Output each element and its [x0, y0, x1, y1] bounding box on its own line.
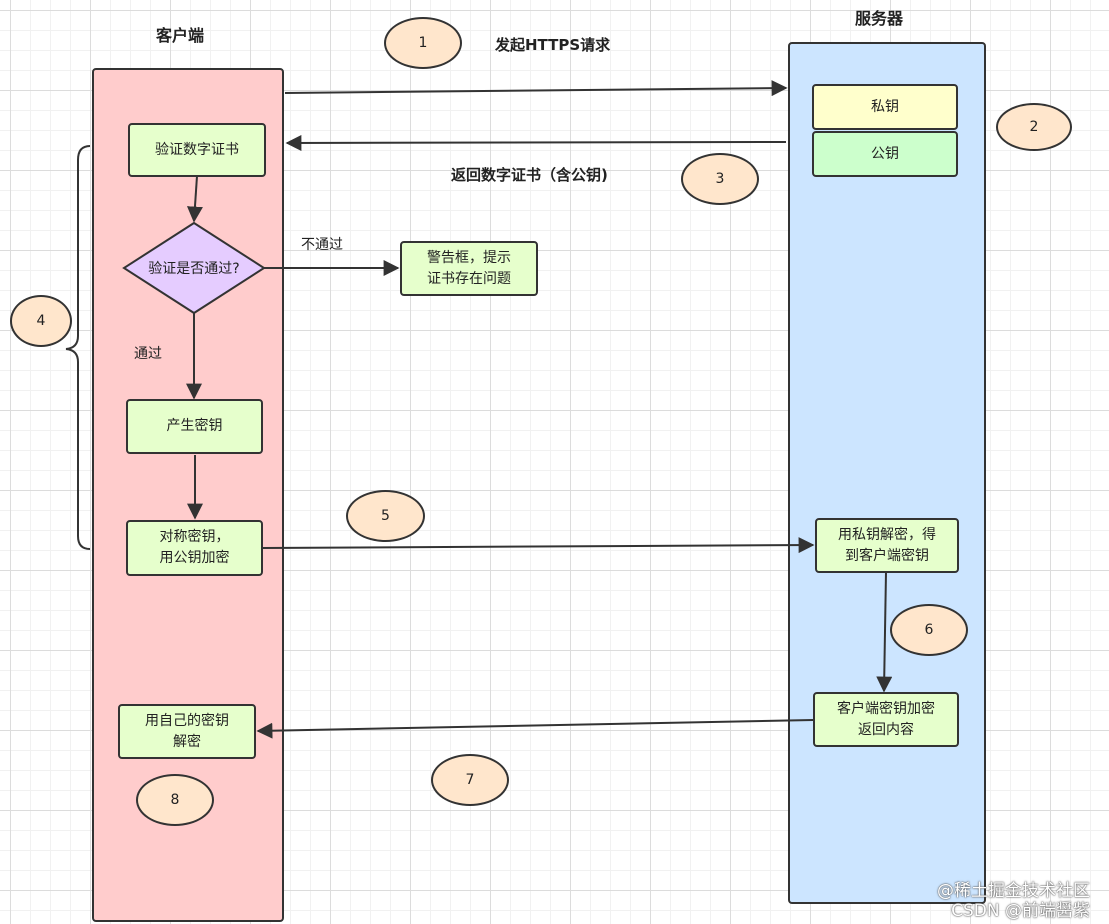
arrow-verify-to-decision	[186, 175, 203, 223]
pass-label: 通过	[134, 346, 162, 362]
step-1-badge: 1	[384, 17, 462, 69]
arrow-return-content	[256, 719, 814, 739]
verify-certificate-node: 验证数字证书	[128, 123, 266, 177]
arrow-return-cert	[285, 134, 787, 151]
step-8-badge: 8	[136, 774, 214, 826]
request-label: 发起HTTPS请求	[495, 36, 611, 54]
step-5-badge: 5	[346, 490, 425, 542]
step-6-badge: 6	[890, 604, 968, 656]
left-brace	[65, 145, 91, 550]
symmetric-key-node: 对称密钥， 用公钥加密	[126, 520, 263, 576]
verify-decision-label: 验证是否通过?	[148, 261, 240, 277]
arrow-server-internal	[876, 571, 893, 693]
fail-label: 不通过	[301, 237, 343, 253]
client-title: 客户端	[155, 26, 204, 45]
step-2-badge: 2	[996, 103, 1072, 151]
step-4-badge: 4	[10, 295, 72, 347]
arrow-send-key	[262, 537, 815, 554]
server-title: 服务器	[854, 9, 903, 28]
server-encrypt-node: 客户端密钥加密 返回内容	[813, 692, 959, 747]
server-lane	[788, 42, 986, 904]
public-key-node: 公钥	[812, 131, 958, 177]
warning-node: 警告框，提示 证书存在问题	[400, 241, 538, 296]
step-3-badge: 3	[681, 153, 759, 205]
arrow-request	[284, 80, 788, 97]
watermark-line-1: @稀土掘金技术社区	[937, 881, 1090, 901]
private-key-node: 私钥	[812, 84, 958, 130]
watermark-line-2: CSDN @前端醤紫	[951, 901, 1090, 921]
step-7-badge: 7	[431, 754, 509, 806]
decrypt-own-key-node: 用自己的密钥 解密	[118, 704, 256, 759]
generate-key-node: 产生密钥	[126, 399, 263, 454]
return-cert-label: 返回数字证书（含公钥)	[451, 166, 608, 184]
server-decrypt-node: 用私钥解密，得 到客户端密钥	[815, 518, 959, 573]
